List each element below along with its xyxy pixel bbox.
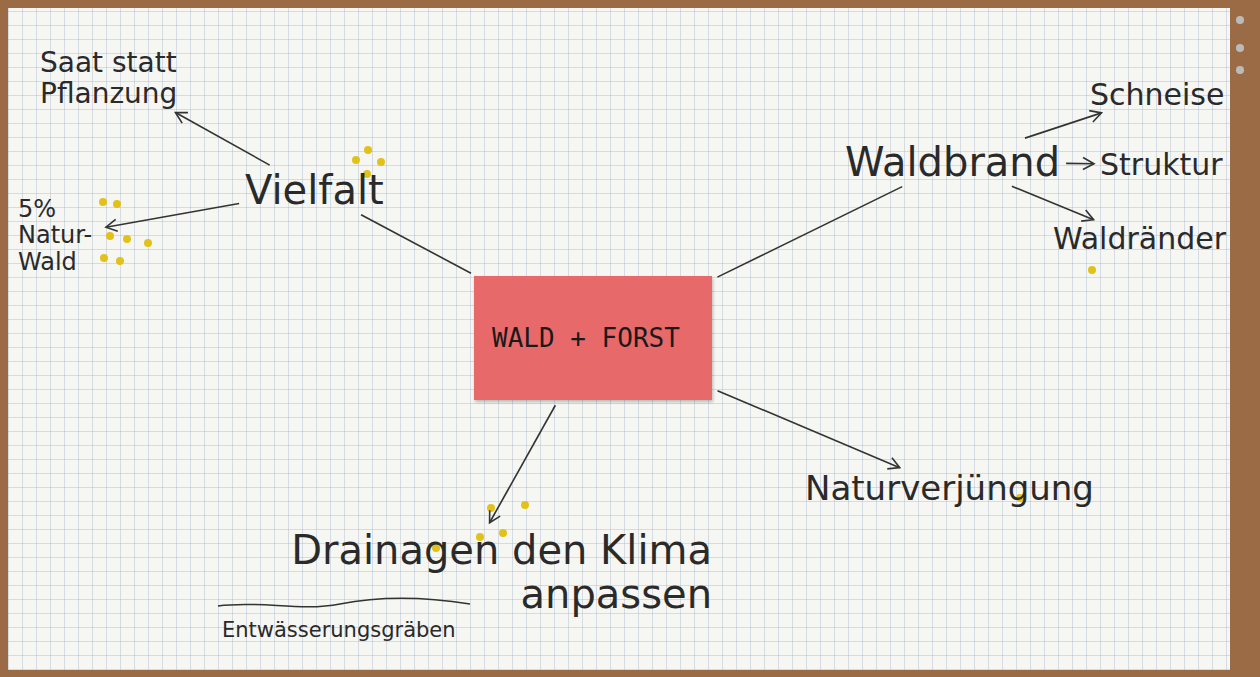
leaf-text: Struktur bbox=[1100, 148, 1223, 181]
connector-line bbox=[361, 215, 471, 273]
node-label: 5% Natur- Wald bbox=[18, 196, 100, 275]
connector-line bbox=[718, 391, 900, 468]
node-label: Drainagen den Klima anpassen bbox=[212, 528, 712, 616]
connector-line bbox=[1012, 186, 1094, 219]
node-label: WALD + FORST bbox=[492, 324, 642, 353]
branch-text: Naturverjüngung bbox=[805, 470, 1094, 507]
leaf-text: Schneise bbox=[1090, 78, 1224, 111]
connector-line bbox=[490, 405, 556, 523]
leaf-text: Saat statt Pflanzung bbox=[40, 48, 190, 110]
leaf-text: Waldränder bbox=[1053, 222, 1226, 255]
node-label: Waldbrand bbox=[845, 140, 1060, 184]
node-label: Saat statt Pflanzung bbox=[40, 48, 190, 110]
connector-line bbox=[175, 113, 269, 166]
node-label: Naturverjüngung bbox=[805, 470, 1094, 507]
node-label: Vielfalt bbox=[245, 168, 384, 212]
connector-line bbox=[106, 203, 239, 227]
connector-line bbox=[1066, 163, 1094, 165]
node-label: Schneise bbox=[1090, 78, 1224, 111]
node-label: Struktur bbox=[1100, 148, 1223, 181]
annotation-text: Entwässerungsgräben bbox=[222, 618, 456, 642]
curly-underline bbox=[218, 598, 470, 607]
branch-text: Vielfalt bbox=[245, 168, 384, 212]
connector-line bbox=[1025, 113, 1102, 138]
topic-sticky-note: WALD + FORST bbox=[474, 276, 712, 400]
branch-text: Drainagen den Klima anpassen bbox=[212, 528, 712, 616]
leaf-text: 5% Natur- Wald bbox=[18, 196, 100, 275]
branch-text: Waldbrand bbox=[845, 140, 1060, 184]
connector-line bbox=[717, 187, 902, 277]
node-label: Waldränder bbox=[1053, 222, 1226, 255]
vote-dots bbox=[99, 146, 1096, 552]
binder-holes bbox=[1236, 16, 1244, 74]
